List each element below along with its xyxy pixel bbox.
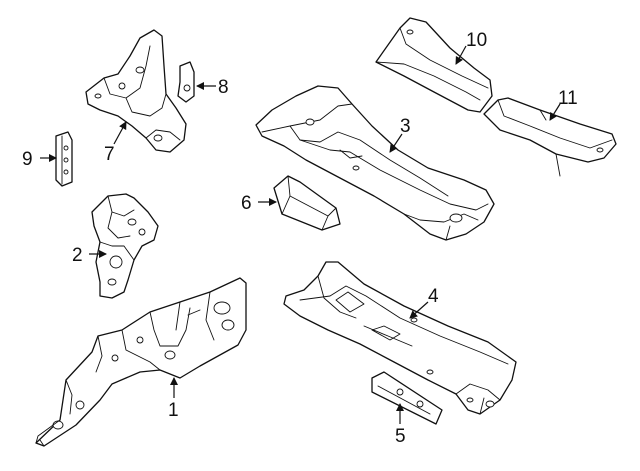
callout-4: 4 [428,286,439,307]
callout-1: 1 [168,400,179,421]
part-9-narrow-bracket [55,131,73,187]
part-10-panel [375,17,493,113]
part-8-clip [177,61,195,103]
callout-10: 10 [466,30,487,51]
callout-labels: 1 2 3 4 5 6 7 8 9 10 11 [22,30,578,447]
leader-lines [40,45,561,424]
callout-2: 2 [72,245,83,266]
callout-6: 6 [241,193,252,214]
callout-8: 8 [218,77,229,98]
part-1-dash-panel [35,277,247,447]
callout-9: 9 [22,149,33,170]
callout-7: 7 [104,144,115,165]
part-4-cowl-lower [283,261,517,415]
callout-11: 11 [558,88,578,109]
part-7-upper-bracket [85,29,187,153]
part-2-bracket [91,193,159,299]
callout-5: 5 [395,426,406,447]
part-6-box [273,175,341,231]
part-11-panel [483,97,617,177]
part-3-cowl-top [255,85,495,241]
part-5-plate [371,371,443,425]
callout-3: 3 [400,116,411,137]
